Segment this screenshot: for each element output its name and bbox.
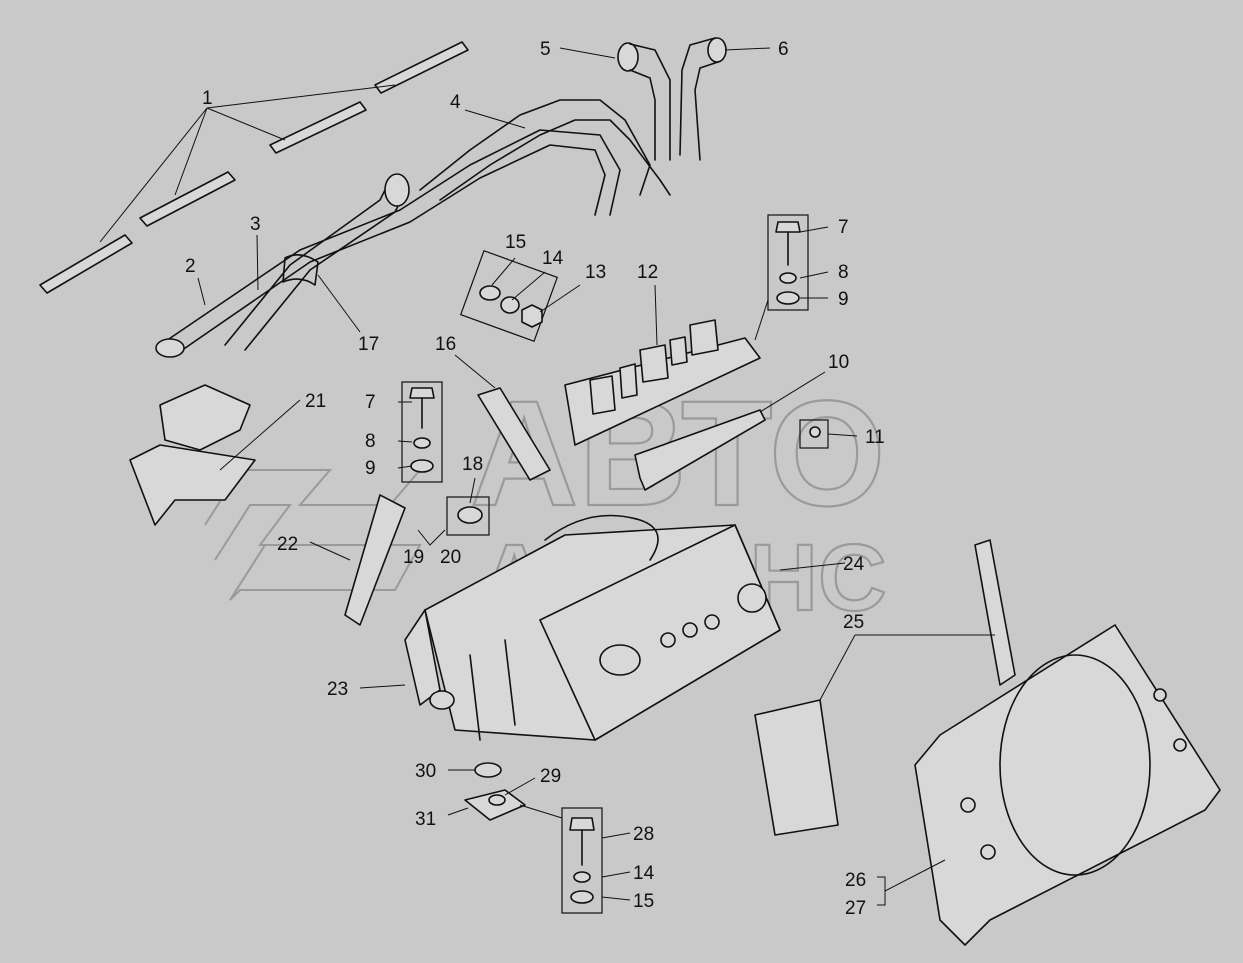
callout-20: 20 [440, 547, 461, 568]
callout-2: 2 [185, 256, 196, 277]
part-elbows [617, 37, 727, 161]
callout-30: 30 [415, 761, 436, 782]
callout-28: 28 [633, 824, 654, 845]
callout-23: 23 [327, 679, 348, 700]
callout-4: 4 [450, 92, 461, 113]
fastener-box-upper-right [767, 214, 809, 311]
part-bracket-12 [564, 319, 761, 446]
callout-12: 12 [637, 262, 658, 283]
part-plate-22 [344, 494, 406, 626]
callout-9-left: 9 [365, 458, 376, 479]
part-bracket-25 [754, 539, 1016, 836]
callout-9-right: 9 [838, 289, 849, 310]
callout-7-right: 7 [838, 217, 849, 238]
callout-6: 6 [778, 39, 789, 60]
part-strip-10 [634, 409, 821, 491]
callout-25: 25 [843, 612, 864, 633]
callouts: 1 2 3 4 5 6 7 8 9 7 8 9 10 11 12 13 14 1… [185, 39, 885, 919]
callout-13: 13 [585, 262, 606, 283]
part-frame-26-27 [914, 624, 1221, 946]
callout-3: 3 [250, 214, 261, 235]
part-heater-23-24 [404, 514, 781, 741]
part-clamp-18 [457, 506, 483, 524]
callout-1: 1 [202, 88, 213, 109]
callout-26: 26 [845, 870, 866, 891]
part-shroud-21 [129, 384, 256, 526]
leader-lines [99, 47, 995, 906]
part-pipes [155, 99, 671, 358]
callout-17: 17 [358, 334, 379, 355]
callout-8-left: 8 [365, 431, 376, 452]
callout-18: 18 [462, 454, 483, 475]
callout-11: 11 [865, 427, 885, 448]
callout-10: 10 [828, 352, 849, 373]
callout-8-right: 8 [838, 262, 849, 283]
fastener-box-13-15 [459, 249, 559, 343]
callout-24: 24 [843, 554, 865, 575]
callout-16: 16 [435, 334, 456, 355]
part-fittings-28-31 [464, 762, 526, 821]
part-bracket-16 [477, 387, 551, 481]
callout-15-top: 15 [505, 232, 526, 253]
callout-27: 27 [845, 898, 866, 919]
fastener-box-left [401, 381, 443, 483]
callout-14-bottom: 14 [633, 863, 655, 884]
callout-21: 21 [305, 391, 326, 412]
callout-5: 5 [540, 39, 551, 60]
part-plates-1 [39, 41, 469, 294]
callout-15-bottom: 15 [633, 891, 654, 912]
fastener-box-18 [446, 496, 490, 536]
callout-22: 22 [277, 534, 298, 555]
callout-31: 31 [415, 809, 436, 830]
fastener-box-bottom [561, 807, 603, 914]
callout-19: 19 [403, 547, 424, 568]
callout-29: 29 [540, 766, 561, 787]
callout-7-left: 7 [365, 392, 376, 413]
callout-14-top: 14 [542, 248, 564, 269]
